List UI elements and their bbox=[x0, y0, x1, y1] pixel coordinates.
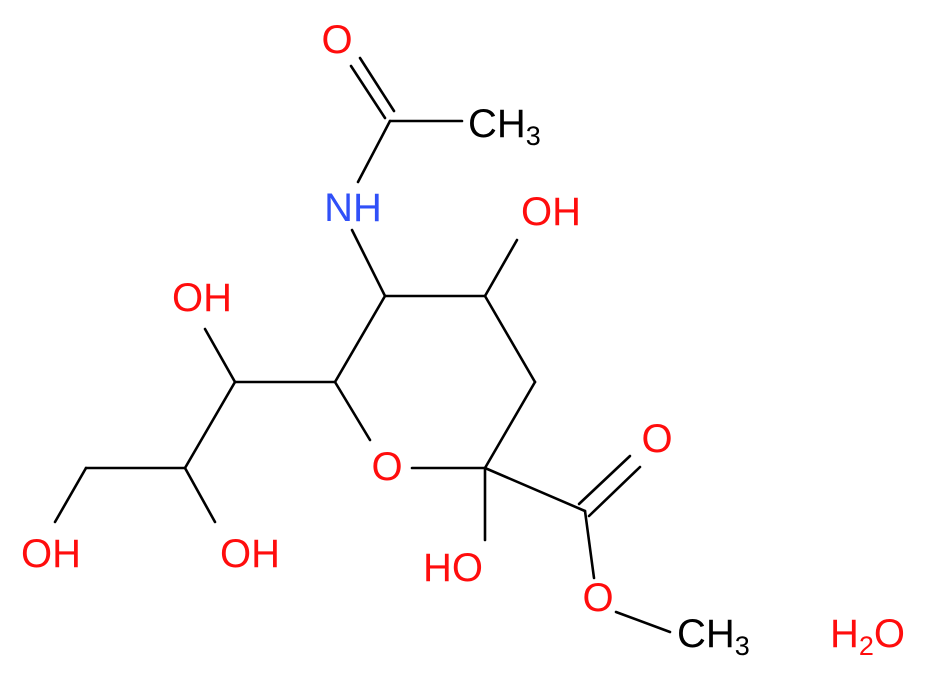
atom-c7-hydroxyl: OH bbox=[172, 276, 232, 320]
bonds bbox=[53, 56, 672, 634]
bond-c8-oh bbox=[183, 466, 217, 524]
atom-nitrogen: NH bbox=[324, 186, 382, 230]
atom-acetyl-oxygen: O bbox=[321, 18, 352, 62]
atom-c4-hydroxyl: OH bbox=[521, 190, 581, 234]
bond-carboxyl-ester-oxygen bbox=[583, 509, 596, 580]
atom-acetyl-methyl: CH3 bbox=[468, 102, 541, 151]
bond-ring-oxygen-c6 bbox=[333, 380, 372, 442]
bond-carboxyl-carbonyl-b bbox=[587, 465, 642, 518]
bond-c2-carboxyl bbox=[483, 466, 587, 513]
atom-carbonyl-oxygen: O bbox=[641, 417, 672, 461]
atom-ester-oxygen: O bbox=[582, 576, 613, 620]
bond-carboxyl-carbonyl-a bbox=[577, 454, 632, 506]
bond-c4-c3 bbox=[483, 294, 537, 384]
bond-c9-oh bbox=[53, 466, 88, 524]
bond-c6-c5 bbox=[333, 294, 387, 384]
atom-c2-hydroxyl: HO bbox=[423, 546, 483, 590]
bond-c4-oh bbox=[483, 238, 519, 298]
bond-nitrogen-c5 bbox=[350, 228, 387, 298]
bond-c7-oh bbox=[203, 327, 237, 384]
atom-ester-methyl: CH3 bbox=[677, 612, 750, 661]
bond-acetyl-nitrogen bbox=[356, 119, 392, 184]
atom-c9-hydroxyl: OH bbox=[21, 532, 81, 576]
atom-water: H2O bbox=[830, 612, 905, 661]
bond-acetyl-carbonyl-a bbox=[349, 64, 387, 120]
bond-c7-c8 bbox=[183, 380, 237, 470]
bond-ester-oxygen-methyl bbox=[614, 610, 672, 634]
atom-labels: O CH3 NH OH OH O O HO OH OH O CH3 H2O bbox=[21, 18, 905, 661]
bond-c3-c2 bbox=[483, 380, 537, 470]
atom-c8-hydroxyl: OH bbox=[220, 532, 280, 576]
bond-acetyl-carbonyl-b bbox=[358, 56, 396, 113]
atom-ring-oxygen: O bbox=[371, 445, 402, 489]
